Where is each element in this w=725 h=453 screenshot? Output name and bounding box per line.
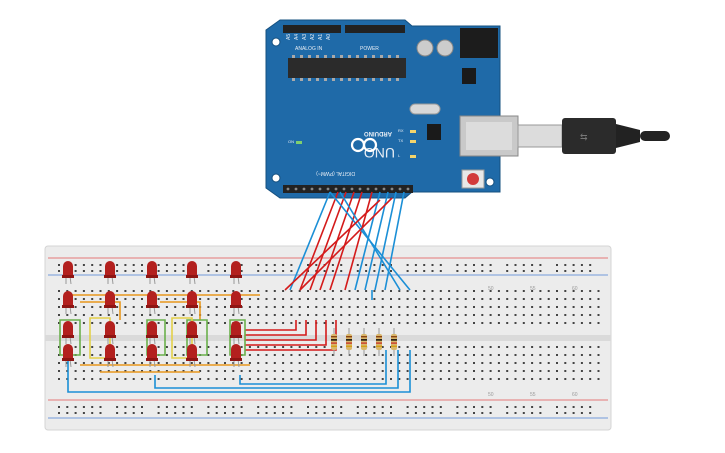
led-1-3 bbox=[104, 344, 116, 368]
column-label-60: 60 bbox=[572, 286, 578, 292]
analog-pin-a1: A1 bbox=[318, 34, 324, 40]
analog-pin-a5: A5 bbox=[286, 34, 292, 40]
led-2-2 bbox=[146, 321, 158, 345]
svg-text:⇆: ⇆ bbox=[580, 132, 588, 142]
column-label-55: 55 bbox=[530, 286, 536, 292]
led-1-1 bbox=[104, 291, 116, 315]
led-2-3 bbox=[146, 344, 158, 368]
power-header-label: POWER bbox=[360, 46, 379, 52]
led-1-0 bbox=[104, 261, 116, 285]
led-4-0 bbox=[230, 261, 242, 285]
on-led-label: ON bbox=[288, 139, 294, 144]
led-1-2 bbox=[104, 321, 116, 345]
arduino-logo-icon bbox=[350, 137, 378, 153]
breadboard[interactable]: 50 55 60 50 55 60 bbox=[44, 245, 612, 431]
tx-led-label: TX bbox=[398, 138, 403, 143]
led-2-0 bbox=[146, 261, 158, 285]
column-label-50: 50 bbox=[488, 286, 494, 292]
led-matrix bbox=[62, 261, 242, 368]
resistor-1 bbox=[331, 328, 337, 356]
blue-ground-wires bbox=[67, 290, 411, 393]
board-brand-label: ARDUINO bbox=[364, 130, 392, 136]
digital-header-label: DIGITAL (PWM~) bbox=[316, 170, 355, 176]
analog-header-label: ANALOG IN bbox=[295, 46, 323, 52]
resistor-bank bbox=[331, 328, 397, 356]
column-label-50-bottom: 50 bbox=[488, 392, 494, 398]
analog-pin-a3: A3 bbox=[302, 34, 308, 40]
led-0-1 bbox=[62, 291, 74, 315]
signal-wires bbox=[284, 191, 411, 291]
reset-button-icon[interactable] bbox=[461, 169, 485, 189]
analog-pin-a0: A0 bbox=[326, 34, 332, 40]
analog-pin-a2: A2 bbox=[310, 34, 316, 40]
led-0-2 bbox=[62, 321, 74, 345]
red-bus-wires bbox=[245, 320, 337, 351]
resistor-3 bbox=[361, 328, 367, 356]
led-3-1 bbox=[186, 291, 198, 315]
resistor-4 bbox=[376, 328, 382, 356]
resistor-5 bbox=[391, 328, 397, 356]
board-model-label: UNO bbox=[364, 145, 395, 161]
led-4-2 bbox=[230, 321, 242, 345]
led-3-2 bbox=[186, 321, 198, 345]
led-0-3 bbox=[62, 344, 74, 368]
resistor-2 bbox=[346, 328, 352, 356]
led-2-1 bbox=[146, 291, 158, 315]
led-4-3 bbox=[230, 344, 242, 368]
led-3-3 bbox=[186, 344, 198, 368]
l-led-label: L bbox=[398, 153, 401, 158]
led-0-0 bbox=[62, 261, 74, 285]
arduino-board[interactable]: A5 A4 A3 A2 A1 A0 ANALOG IN POWER bbox=[265, 19, 519, 199]
analog-pin-a4: A4 bbox=[294, 34, 300, 40]
led-3-0 bbox=[186, 261, 198, 285]
usb-cable-icon: ⇆ bbox=[517, 118, 670, 154]
column-label-60-bottom: 60 bbox=[572, 392, 578, 398]
led-4-1 bbox=[230, 291, 242, 315]
column-label-55-bottom: 55 bbox=[530, 392, 536, 398]
rx-led-label: RX bbox=[398, 128, 404, 133]
